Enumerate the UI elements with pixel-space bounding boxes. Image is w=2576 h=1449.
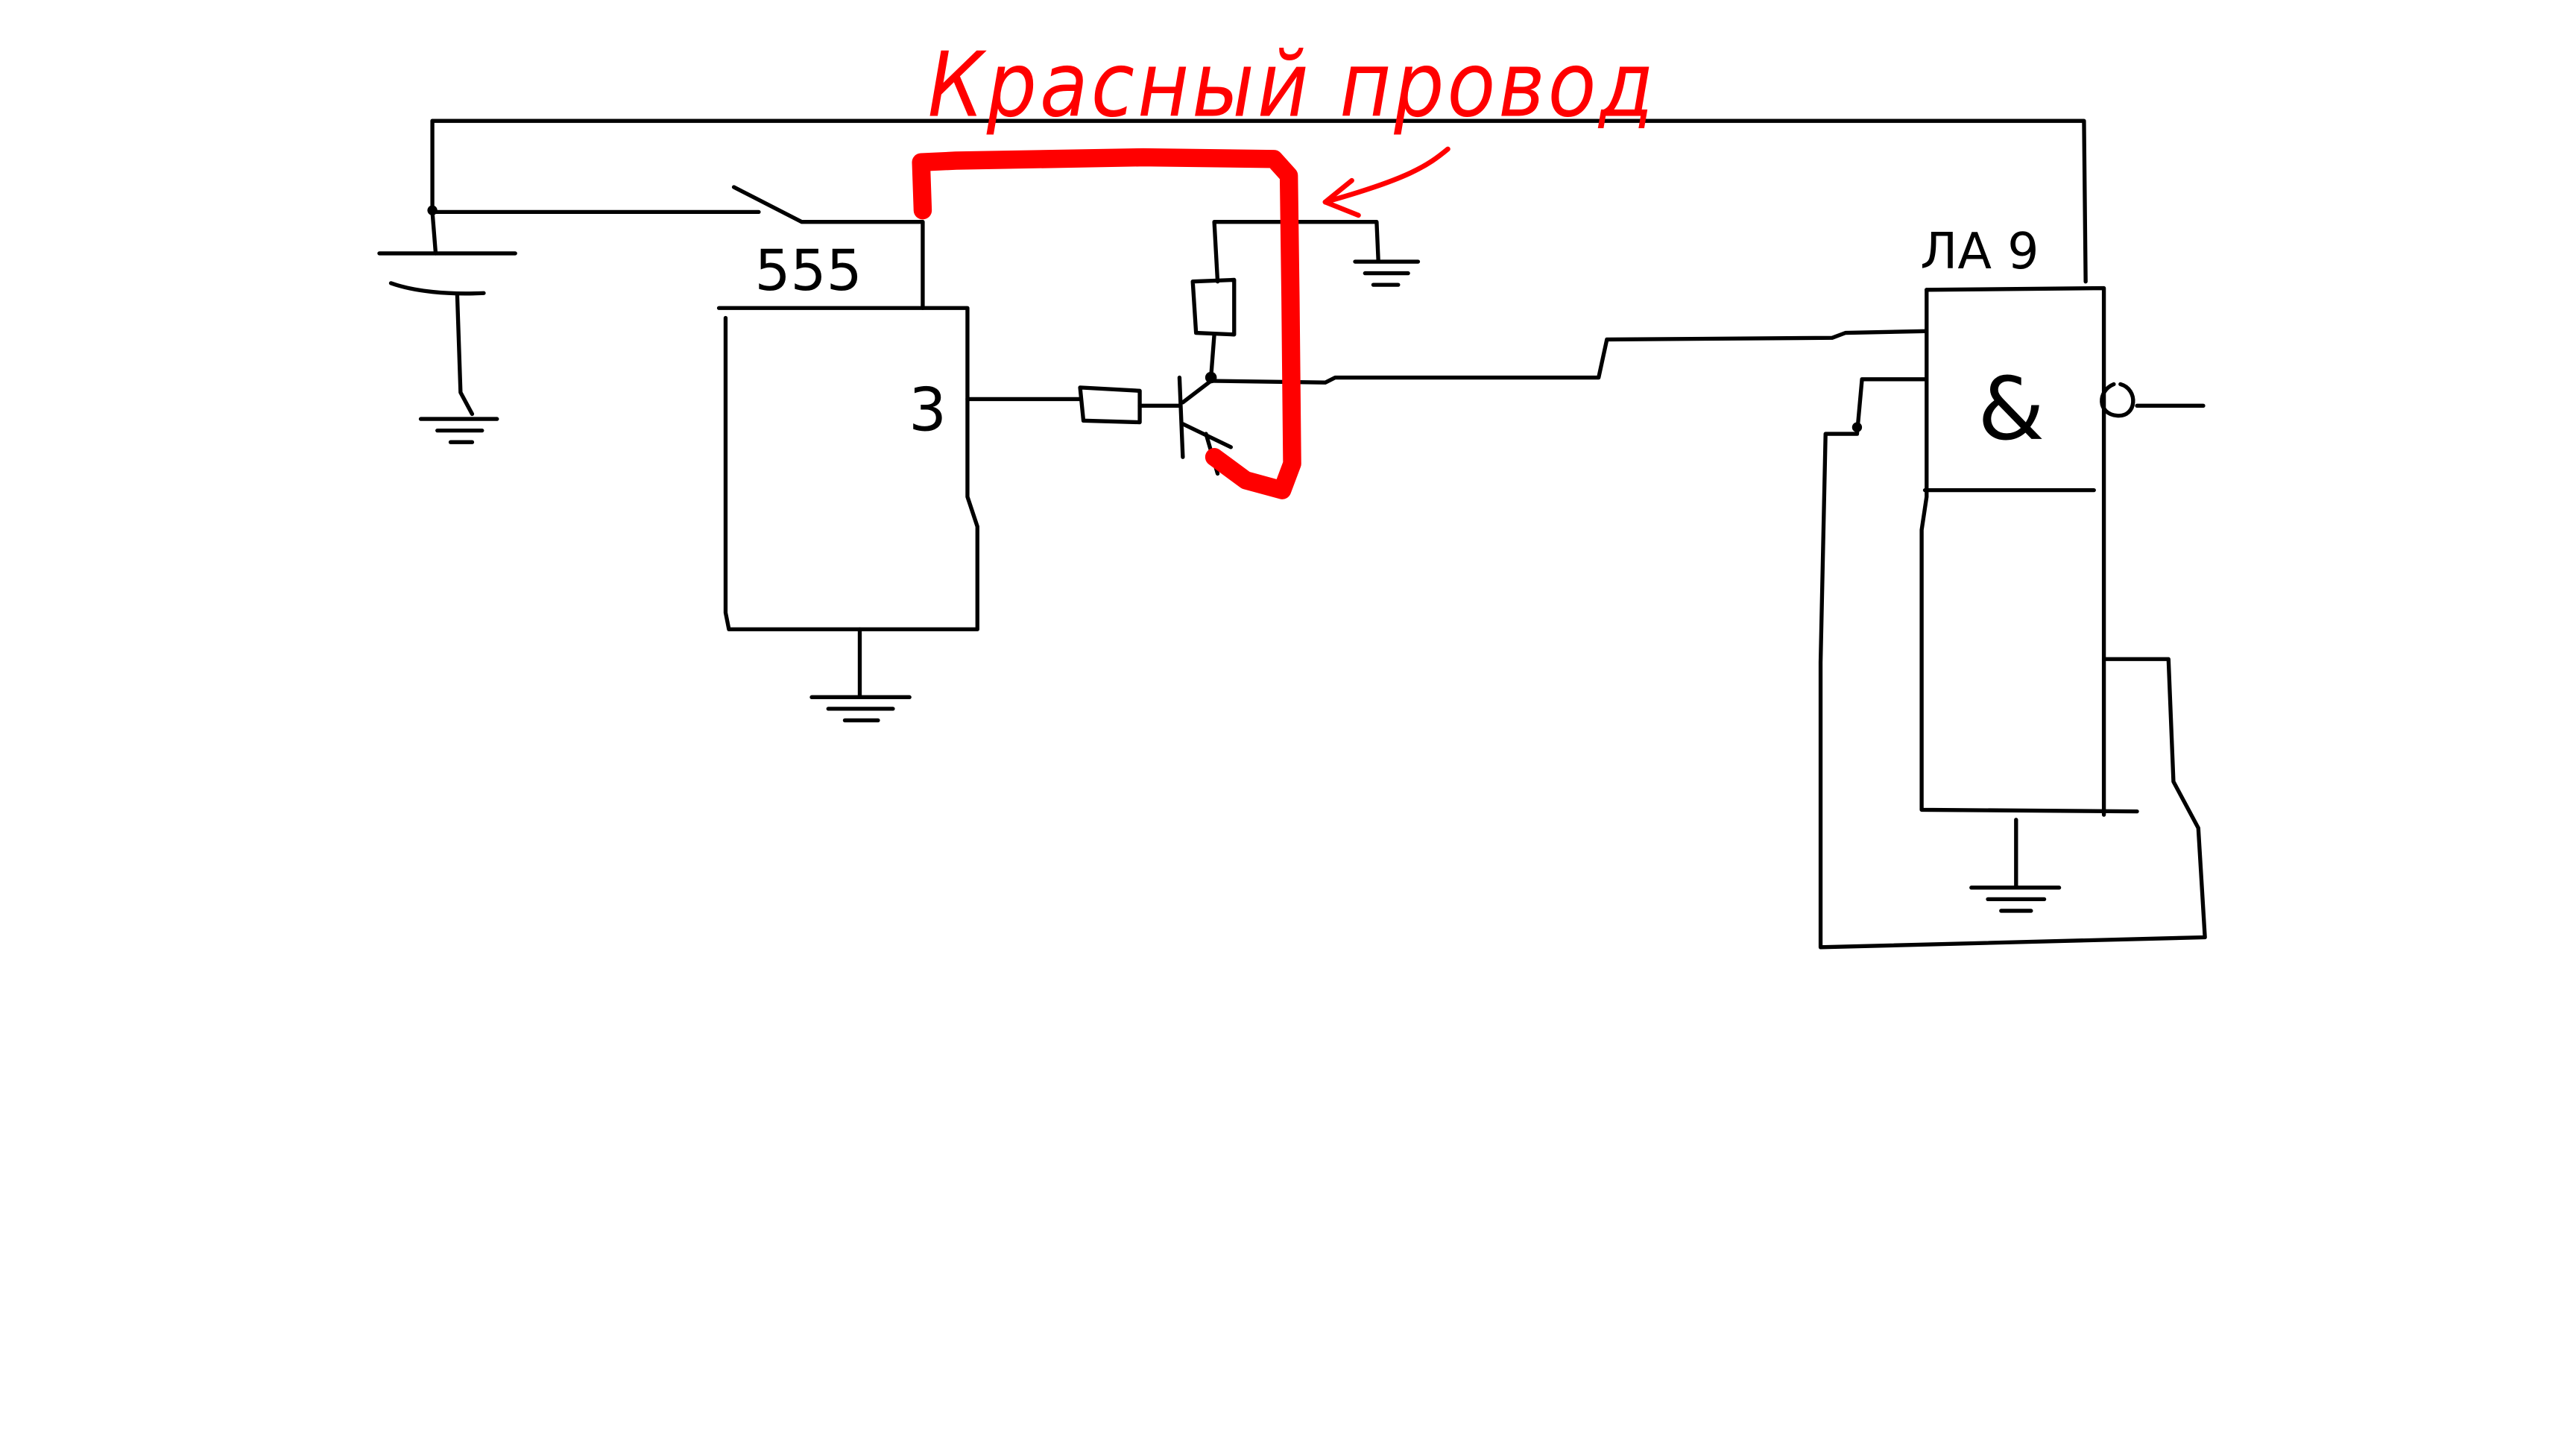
inverter-bubble-icon [2100,382,2135,418]
battery-icon [377,205,517,417]
timer-555-label: 555 [754,238,862,303]
red-wire-highlight [912,148,1301,499]
base-resistor-icon [1078,385,1142,425]
timer-555-chip: 555 3 [716,238,979,631]
logic-chip-la9: ЛА 9 & [1919,222,2206,817]
top-supply-rail [430,119,2088,284]
ground-symbol-battery [418,417,499,444]
switch-icon [430,185,925,224]
ground-symbol-555 [809,627,912,723]
gate-and-symbol: & [1977,360,2045,460]
ground-symbol-collector [1353,259,1421,287]
ground-symbol-logic [1969,818,2062,913]
annotation-arrow-icon [1322,146,1450,218]
wire-transistor-to-logic-input [1208,329,1928,385]
annotation-label: Красный провод [928,34,1657,138]
timer-pin-3-label: 3 [909,376,947,445]
wire-input-bridge [1818,377,2207,950]
logic-chip-label: ЛА 9 [1920,222,2039,280]
